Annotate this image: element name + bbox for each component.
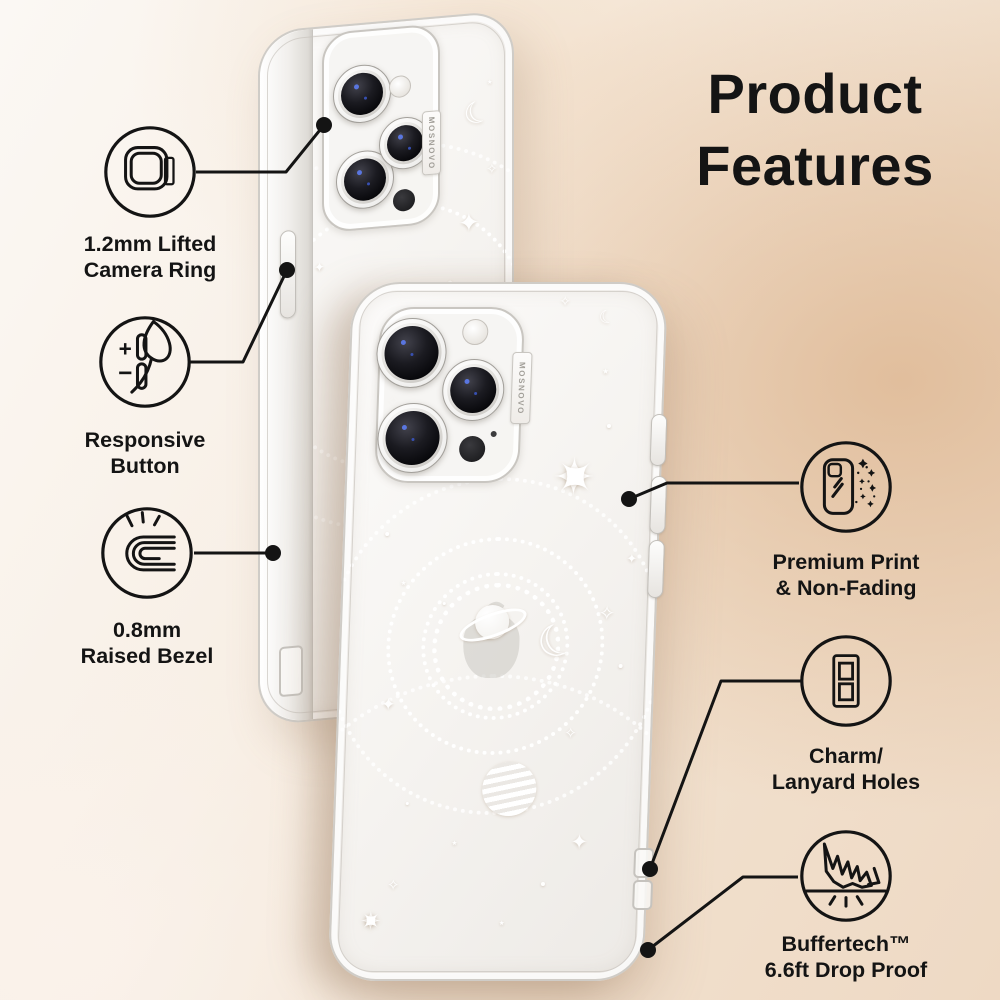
volume-up-button <box>649 476 668 534</box>
lanyard-holes-icon <box>799 634 893 728</box>
plus-sign: + <box>119 336 132 361</box>
feature-line2: Lanyard Holes <box>771 770 921 794</box>
camera-flash <box>461 319 489 345</box>
brand-tab: MOSNOVO <box>510 352 533 424</box>
lidar-sensor <box>458 436 486 462</box>
camera-lens <box>333 62 391 126</box>
feature-line1: Charm/ <box>808 744 884 768</box>
feature-label-premium-print: Premium Print & Non-Fading <box>714 549 978 601</box>
camera-lens-glass <box>449 367 498 413</box>
premium-print-icon <box>799 440 893 534</box>
lanyard-hole <box>633 848 655 878</box>
volume-down-button <box>646 540 665 598</box>
charm-hole <box>279 645 303 698</box>
minus-sign: − <box>118 360 132 387</box>
camera-lens <box>375 318 448 388</box>
camera-ring-icon <box>103 125 197 219</box>
camera-lens <box>376 403 449 473</box>
feature-line2: 6.6ft Drop Proof <box>764 958 928 982</box>
phone-case-front: MOSNOVO <box>327 282 668 981</box>
feature-line1: Premium Print <box>772 550 920 574</box>
camera-lens-glass <box>341 71 383 117</box>
brand-label: MOSNOVO <box>427 115 436 170</box>
page-title-line2: Features <box>696 134 934 197</box>
camera-lens-glass <box>383 326 440 380</box>
feature-label-responsive-button: Responsive Button <box>13 427 277 479</box>
feature-line1: 1.2mm Lifted <box>83 232 217 256</box>
feature-line1: Buffertech™ <box>781 932 911 956</box>
responsive-button-icon: + − <box>98 315 192 409</box>
brand-label: MOSNOVO <box>515 361 527 415</box>
feature-line1: Responsive <box>84 428 206 452</box>
action-button <box>649 414 668 466</box>
camera-module <box>373 307 526 483</box>
feature-line1: 0.8mm <box>112 618 182 642</box>
feature-line2: Button <box>110 454 180 478</box>
feature-line2: & Non-Fading <box>775 576 917 600</box>
feature-label-lanyard-holes: Charm/ Lanyard Holes <box>714 743 978 795</box>
feature-line2: Raised Bezel <box>80 644 214 668</box>
side-button <box>280 229 296 320</box>
camera-flash <box>389 74 411 99</box>
feature-line2: Camera Ring <box>83 258 217 282</box>
drop-proof-icon <box>799 829 893 923</box>
raised-bezel-icon <box>100 506 194 600</box>
lanyard-hole <box>632 880 654 910</box>
brand-tab: MOSNOVO <box>422 109 441 176</box>
page-title: Product Features <box>625 58 1000 202</box>
page-title-line1: Product <box>707 62 923 125</box>
lidar-sensor <box>393 188 415 213</box>
feature-label-drop-proof: Buffertech™ 6.6ft Drop Proof <box>714 931 978 983</box>
feature-label-raised-bezel: 0.8mm Raised Bezel <box>15 617 279 669</box>
mic-hole <box>490 431 497 437</box>
camera-lens <box>441 359 506 421</box>
camera-lens-glass <box>344 156 386 203</box>
feature-label-camera-ring: 1.2mm Lifted Camera Ring <box>18 231 282 283</box>
camera-lens-glass <box>387 123 423 163</box>
camera-lens-glass <box>384 411 441 465</box>
